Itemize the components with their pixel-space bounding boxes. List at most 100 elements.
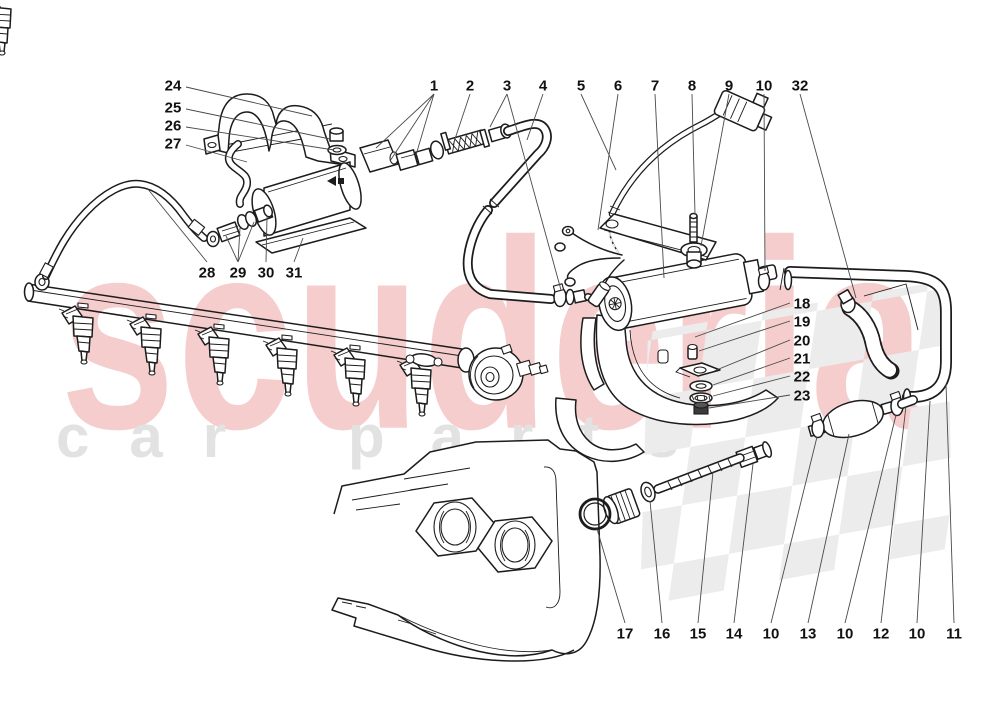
callout-label: 9	[725, 78, 733, 95]
callout-13: 13	[800, 433, 850, 643]
callout-label: 32	[792, 78, 809, 95]
leader-line	[770, 436, 818, 624]
callout-label: 26	[165, 118, 182, 135]
callout-label: 7	[651, 78, 659, 95]
callout-label: 2	[466, 78, 474, 95]
bracket-cap-25	[329, 127, 344, 142]
plate-20	[675, 362, 721, 378]
callout-5: 5	[577, 78, 617, 171]
callout-6: 6	[597, 78, 622, 231]
callout-label: 8	[688, 78, 696, 95]
leader-line	[691, 93, 696, 215]
braided-hose-2	[440, 128, 491, 155]
callout-14: 14	[726, 463, 754, 643]
callout-label: 10	[763, 626, 780, 643]
callout-label: 10	[837, 626, 854, 643]
corrugated-hose-32	[837, 288, 900, 380]
callout-bracket-line	[863, 283, 919, 331]
leader-line	[237, 221, 255, 263]
leader-line	[700, 93, 730, 247]
leader-line	[293, 237, 304, 263]
leader-line	[844, 414, 897, 624]
callout-9: 9	[700, 78, 733, 247]
callout-label: 31	[286, 265, 303, 282]
callout-label: 16	[654, 626, 671, 643]
fuel-filter-body	[251, 161, 362, 237]
leader-line	[799, 93, 857, 299]
leader-line	[526, 93, 544, 141]
pump-wiring-6	[554, 217, 625, 308]
callout-label: 5	[577, 78, 585, 95]
callout-3: 3	[489, 78, 562, 291]
callout-7: 7	[651, 78, 665, 279]
callout-10: 10	[756, 78, 773, 272]
callout-label: 10	[909, 626, 926, 643]
callout-label: 14	[726, 626, 743, 643]
stud-8	[689, 212, 698, 243]
fuel-pressure-regulator	[457, 343, 549, 401]
leader-line	[654, 93, 665, 279]
outlet-fitting-chain	[395, 123, 512, 171]
callout-27: 27	[165, 136, 248, 163]
callout-15: 15	[690, 471, 714, 643]
nut-23	[693, 401, 709, 415]
leader-line	[489, 93, 508, 128]
callout-label: 18	[794, 296, 811, 313]
leader-line	[185, 144, 248, 163]
leader-line	[185, 86, 313, 117]
callout-8: 8	[688, 78, 696, 215]
callout-22: 22	[712, 369, 810, 397]
callout-29: 29	[225, 221, 255, 282]
washer-9	[680, 242, 708, 269]
delivery-line	[578, 266, 952, 531]
callout-label: 3	[503, 78, 511, 95]
callout-25: 25	[165, 100, 331, 140]
callout-label: 30	[258, 265, 275, 282]
leader-line	[389, 93, 435, 162]
callout-28: 28	[146, 187, 216, 282]
tank-hex-bung-left	[415, 497, 495, 557]
pipe-15	[653, 453, 745, 494]
leader-line	[763, 93, 766, 272]
leader-line	[146, 187, 208, 263]
leader-line	[452, 93, 471, 146]
callout-label: 19	[794, 314, 811, 331]
leader-line	[712, 375, 791, 397]
leader-line	[596, 528, 626, 624]
callout-label: 10	[756, 78, 773, 95]
leader-line	[415, 93, 435, 156]
callout-label: 24	[165, 78, 182, 95]
s-hose-4	[462, 118, 575, 308]
leader-line	[712, 357, 791, 386]
leader-line	[580, 93, 617, 171]
leader-line	[375, 93, 435, 149]
callout-10: 10	[763, 436, 818, 643]
callout-label: 28	[199, 265, 216, 282]
leader-line	[265, 216, 268, 263]
leader-line	[237, 227, 241, 263]
callout-label: 1	[430, 78, 438, 95]
fuel-tank	[331, 439, 601, 662]
callout-label: 25	[165, 100, 182, 117]
callout-label: 27	[165, 136, 182, 153]
injector-clamp	[405, 353, 443, 367]
callout-24: 24	[165, 78, 313, 117]
callout-label: 6	[614, 78, 622, 95]
callout-26: 26	[165, 118, 335, 151]
rubber-cradle-18	[555, 314, 779, 463]
filter-strap-27	[224, 140, 252, 208]
callout-2: 2	[452, 78, 474, 146]
callout-label: 11	[946, 626, 962, 643]
fuel-hose-28	[34, 179, 208, 291]
leader-line	[597, 93, 619, 231]
callout-4: 4	[526, 78, 548, 141]
callout-18: 18	[694, 296, 811, 338]
diagram-line-art	[0, 5, 952, 662]
leader-line	[697, 471, 714, 624]
callout-10: 10	[909, 400, 931, 643]
callout-30: 30	[258, 216, 275, 282]
leader-line	[733, 463, 754, 624]
